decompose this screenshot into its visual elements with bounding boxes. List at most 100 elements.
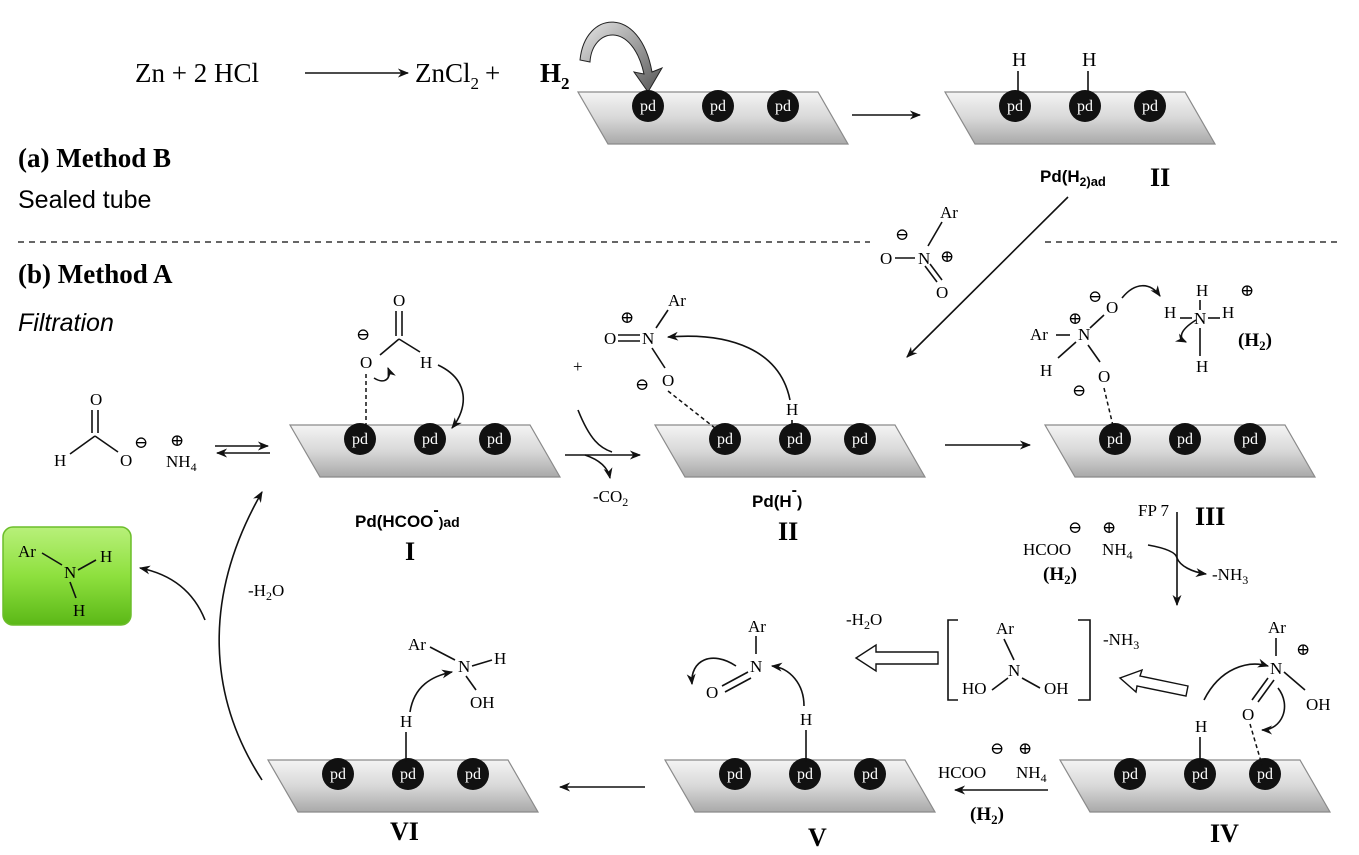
charge-minus: ⊖ [1072, 381, 1086, 400]
label-minus-nh3-bot: -NH3 [1103, 630, 1139, 652]
atom-ar: Ar [748, 617, 766, 636]
curved-arrow [577, 409, 613, 453]
label-minus-nh3-top: -NH3 [1212, 565, 1248, 587]
bond [471, 659, 493, 667]
pd-site [457, 758, 489, 790]
cycle-arrow [218, 491, 263, 781]
charge-plus: ⊕ [1240, 281, 1254, 300]
charge-minus: ⊖ [1088, 287, 1102, 306]
atom-oh: OH [1306, 695, 1331, 714]
pd-site-label: pd [465, 766, 481, 783]
curved-arrow [1176, 557, 1208, 578]
atom-h: H [54, 451, 66, 470]
atom-o: O [393, 291, 405, 310]
curved-arrow [1147, 544, 1178, 559]
pd-site-label: pd [330, 766, 346, 783]
atom-o: O [360, 353, 372, 372]
atom-oh: OH [1044, 679, 1069, 698]
curved-arrow [584, 454, 613, 480]
pd-site-label: pd [775, 98, 791, 115]
atom-h: H [1196, 281, 1208, 300]
charge-plus: ⊕ [1102, 518, 1116, 537]
pd-site [702, 90, 734, 122]
bond [1057, 341, 1077, 359]
plus-sign: + [573, 357, 583, 376]
label-minus-co2: -CO2 [593, 487, 628, 509]
pd-site [1099, 423, 1131, 455]
charge-plus: ⊕ [620, 308, 634, 327]
bond [465, 675, 477, 691]
pd-site [344, 423, 376, 455]
pd-site-label: pd [640, 98, 656, 115]
atom-h: H [100, 547, 112, 566]
bond [929, 263, 943, 281]
label-numeral-i: I [405, 537, 415, 566]
pd-site-label: pd [352, 431, 368, 448]
bond [724, 677, 752, 693]
pd-site [1114, 758, 1146, 790]
curved-arrow [1203, 658, 1270, 701]
hollow-arrow-iv-to-bracket [1118, 668, 1189, 697]
bond [69, 581, 77, 599]
bond [927, 221, 943, 247]
bond [1003, 638, 1015, 661]
label-h2: (H2) [970, 804, 1004, 827]
label-minus-h2o-mid: -H2O [846, 610, 882, 632]
atom-h: H [786, 400, 798, 419]
label-hcoo: HCOO [938, 763, 986, 782]
pd-site [719, 758, 751, 790]
pd-site [392, 758, 424, 790]
charge-plus: ⊕ [940, 247, 954, 266]
pd-site-label: pd [797, 766, 813, 783]
pd-site [999, 90, 1031, 122]
bond [991, 677, 1009, 691]
pd-site-label: pd [1007, 98, 1023, 115]
method-a-title: (b) Method A [18, 259, 173, 289]
atom-ar: Ar [18, 542, 36, 561]
pd-site-label: pd [717, 431, 733, 448]
atom-n: N [64, 563, 76, 582]
h2-product: H2 [540, 58, 570, 93]
atom-n: N [642, 329, 654, 348]
label-hcoo: HCOO [1023, 540, 1071, 559]
curved-arrow [409, 669, 454, 713]
charge-minus: ⊖ [356, 325, 370, 344]
pd-site [779, 423, 811, 455]
equation-left: Zn + 2 HCl [135, 58, 259, 88]
atom-h: H [800, 710, 812, 729]
pd-site-label: pd [862, 766, 878, 783]
pd-site-label: pd [1122, 766, 1138, 783]
charge-minus: ⊖ [990, 739, 1004, 758]
atom-h: H [1222, 303, 1234, 322]
atom-o: O [936, 283, 948, 302]
bond [69, 435, 96, 455]
curved-arrow [686, 657, 737, 686]
product-box [2, 526, 132, 626]
label-nh4: NH4 [1102, 540, 1133, 562]
atom-h: H [1164, 303, 1176, 322]
label-minus-h2o-left: -H2O [248, 581, 284, 603]
atom-n: N [458, 657, 470, 676]
charge-plus: ⊕ [1018, 739, 1032, 758]
pd-site [709, 423, 741, 455]
bond-dashed [1249, 723, 1263, 766]
bond [721, 671, 749, 687]
atom-n: N [1270, 659, 1282, 678]
atom-o: O [120, 451, 132, 470]
atom-ar: Ar [408, 635, 426, 654]
atom-o: O [706, 683, 718, 702]
bracket-left [947, 619, 958, 701]
pd-site-label: pd [1142, 98, 1158, 115]
method-b-title: (a) Method B [18, 143, 171, 173]
bond [924, 265, 938, 283]
label-numeral-ii-mid: II [778, 517, 798, 546]
atom-ar: Ar [996, 619, 1014, 638]
atom-n: N [1078, 325, 1090, 344]
pd-site-label: pd [1192, 766, 1208, 783]
atom-o: O [1098, 367, 1110, 386]
